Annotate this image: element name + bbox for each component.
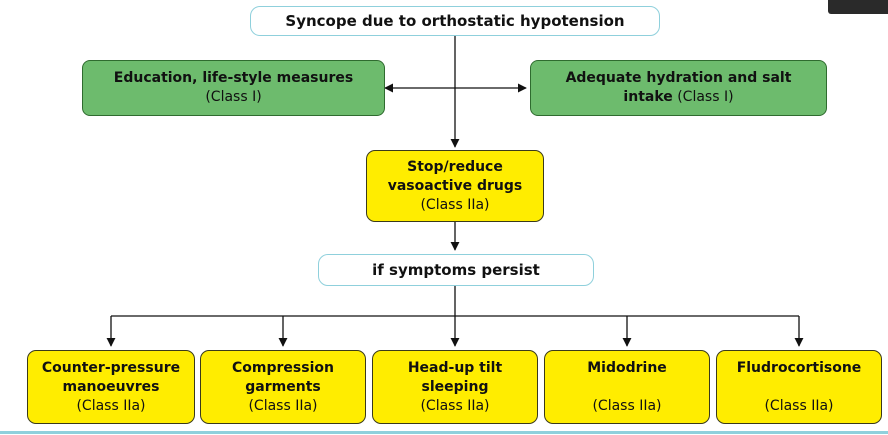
title-box: Syncope due to orthostatic hypotension <box>250 6 660 36</box>
first-line-right-box: Adequate hydration and salt intake (Clas… <box>530 60 827 116</box>
first-line-right-intake: intake <box>623 89 673 105</box>
option-5-class: (Class IIa) <box>764 397 834 414</box>
option-2-line2: garments <box>245 378 321 395</box>
option-4-line1: Midodrine <box>587 359 667 376</box>
option-2-class: (Class IIa) <box>248 397 318 414</box>
first-line-left-box: Education, life-style measures (Class I) <box>82 60 385 116</box>
option-3-line2: sleeping <box>421 378 489 395</box>
stop-drugs-box: Stop/reduce vasoactive drugs (Class IIa) <box>366 150 544 222</box>
stop-drugs-class: (Class IIa) <box>420 196 490 213</box>
condition-box: if symptoms persist <box>318 254 594 286</box>
option-box-compression-garments: Compression garments (Class IIa) <box>200 350 366 424</box>
option-1-class: (Class IIa) <box>76 397 146 414</box>
first-line-right-class: (Class I) <box>672 89 734 105</box>
option-box-fludrocortisone: Fludrocortisone (Class IIa) <box>716 350 882 424</box>
option-box-midodrine: Midodrine (Class IIa) <box>544 350 710 424</box>
first-line-left-class: (Class I) <box>205 89 262 105</box>
bottom-rule <box>0 431 888 434</box>
option-1-line1: Counter-pressure <box>41 359 181 376</box>
first-line-left-line1: Education, life-style measures <box>113 70 354 86</box>
window-corner-tab <box>828 0 888 14</box>
option-box-head-up-tilt: Head-up tilt sleeping (Class IIa) <box>372 350 538 424</box>
stop-drugs-line1: Stop/reduce <box>407 158 503 175</box>
first-line-right-line1: Adequate hydration and salt <box>565 70 792 86</box>
option-1-line2: manoeuvres <box>62 378 160 395</box>
condition-text: if symptoms persist <box>372 260 540 279</box>
option-2-line1: Compression <box>232 359 334 376</box>
option-box-counter-pressure: Counter-pressure manoeuvres (Class IIa) <box>27 350 195 424</box>
option-5-line1: Fludrocortisone <box>736 359 862 376</box>
option-4-class: (Class IIa) <box>592 397 662 414</box>
title-text: Syncope due to orthostatic hypotension <box>285 11 625 30</box>
option-3-line1: Head-up tilt <box>407 359 503 376</box>
stop-drugs-line2: vasoactive drugs <box>387 177 523 194</box>
first-line-right-line2: intake (Class I) <box>623 88 733 107</box>
option-3-class: (Class IIa) <box>420 397 490 414</box>
